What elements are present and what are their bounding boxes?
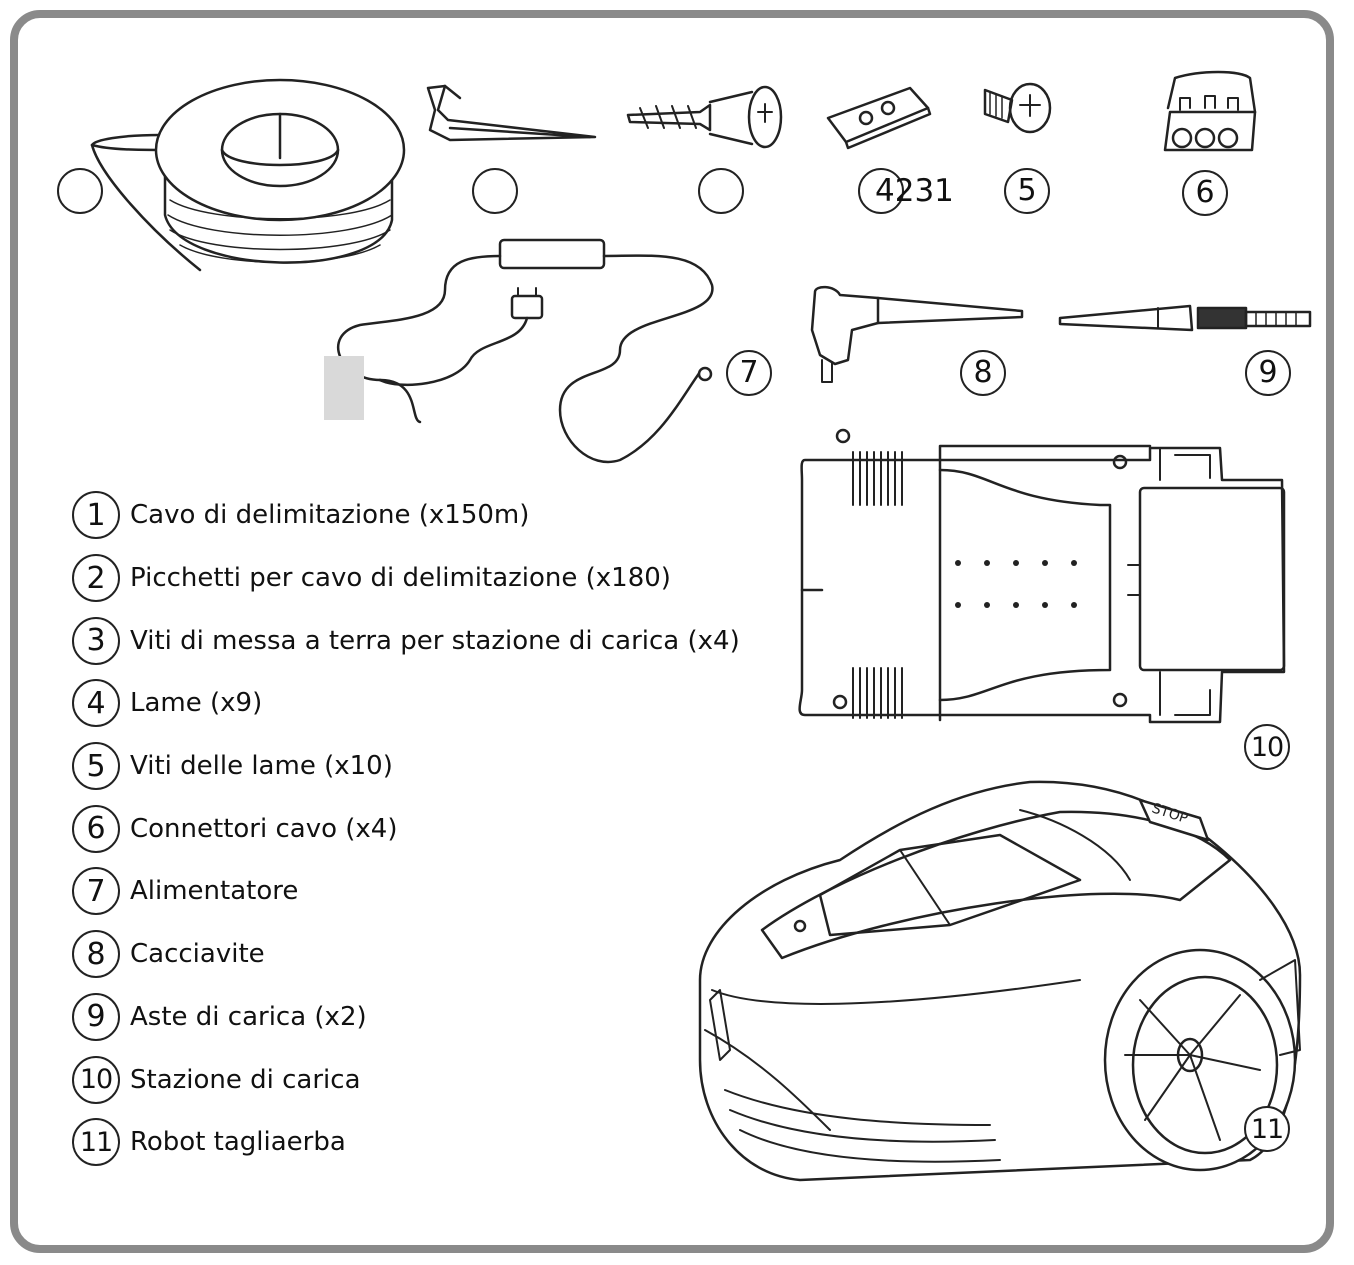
legend-number: 6 (72, 804, 120, 853)
callout-blade (858, 168, 904, 214)
screwdriver-drawing (810, 285, 1024, 383)
blade-drawing (826, 86, 932, 150)
charging-station-drawing (798, 428, 1286, 724)
placeholder-block (324, 356, 364, 420)
cable-spool-drawing (90, 78, 406, 272)
power-supply-drawing (337, 238, 714, 464)
callout-charging-station: 10 (1244, 724, 1290, 770)
legend-item: 11 Robot tagliaerba (72, 1111, 740, 1174)
callout-blade-text: 4231 (875, 173, 954, 209)
legend-label: Robot tagliaerba (130, 1127, 346, 1158)
charging-rod-drawing (1058, 304, 1312, 332)
legend-number: 3 (72, 616, 120, 665)
connector-drawing (1163, 70, 1257, 152)
callout-connector: 6 (1182, 170, 1228, 216)
legend-item: 9 Aste di carica (x2) (72, 986, 740, 1049)
diagram-frame (10, 10, 1334, 1253)
legend-item: 3 Viti di messa a terra per stazione di c… (72, 609, 740, 672)
legend-item: 7 Alimentatore (72, 860, 740, 923)
legend-label: Viti di messa a terra per stazione di ca… (130, 625, 740, 656)
legend-item: 8 Cacciavite (72, 923, 740, 986)
legend-number: 5 (72, 742, 120, 791)
callout-power-supply: 7 (726, 350, 772, 396)
legend-label: Viti delle lame (x10) (130, 751, 393, 782)
legend-item: 4 Lame (x9) (72, 672, 740, 735)
legend-label: Aste di carica (x2) (130, 1001, 367, 1032)
robot-mower-drawing: STOP (698, 780, 1302, 1182)
legend-number: 11 (72, 1118, 120, 1167)
callout-peg (472, 168, 518, 214)
callout-blade-screw: 5 (1004, 168, 1050, 214)
callout-ground-screw (698, 168, 744, 214)
legend-label: Cacciavite (130, 939, 265, 970)
callout-spool (57, 168, 103, 214)
legend-number: 9 (72, 992, 120, 1041)
legend-number: 10 (72, 1055, 120, 1104)
legend-item: 6 Connettori cavo (x4) (72, 797, 740, 860)
legend-number: 2 (72, 554, 120, 603)
legend-label: Lame (x9) (130, 688, 263, 719)
legend-number: 7 (72, 867, 120, 916)
legend-label: Stazione di carica (130, 1064, 361, 1095)
legend-item: 10 Stazione di carica (72, 1048, 740, 1111)
legend-label: Cavo di delimitazione (x150m) (130, 500, 530, 531)
peg-drawing (426, 84, 597, 142)
legend-label: Picchetti per cavo di delimitazione (x18… (130, 563, 671, 594)
callout-charging-rod: 9 (1245, 350, 1291, 396)
legend-item: 1 Cavo di delimitazione (x150m) (72, 484, 740, 547)
legend-number: 4 (72, 679, 120, 728)
legend-number: 1 (72, 491, 120, 540)
legend-item: 2 Picchetti per cavo di delimitazione (x1… (72, 547, 740, 610)
legend-number: 8 (72, 930, 120, 979)
blade-screw-drawing (983, 82, 1052, 134)
ground-screw-drawing (626, 85, 783, 149)
legend-label: Connettori cavo (x4) (130, 813, 398, 844)
callout-screwdriver: 8 (960, 350, 1006, 396)
legend-label: Alimentatore (130, 876, 299, 907)
legend-item: 5 Viti delle lame (x10) (72, 735, 740, 798)
parts-legend: 1 Cavo di delimitazione (x150m) 2 Picchett… (72, 484, 740, 1174)
callout-robot-mower: 11 (1244, 1106, 1290, 1152)
